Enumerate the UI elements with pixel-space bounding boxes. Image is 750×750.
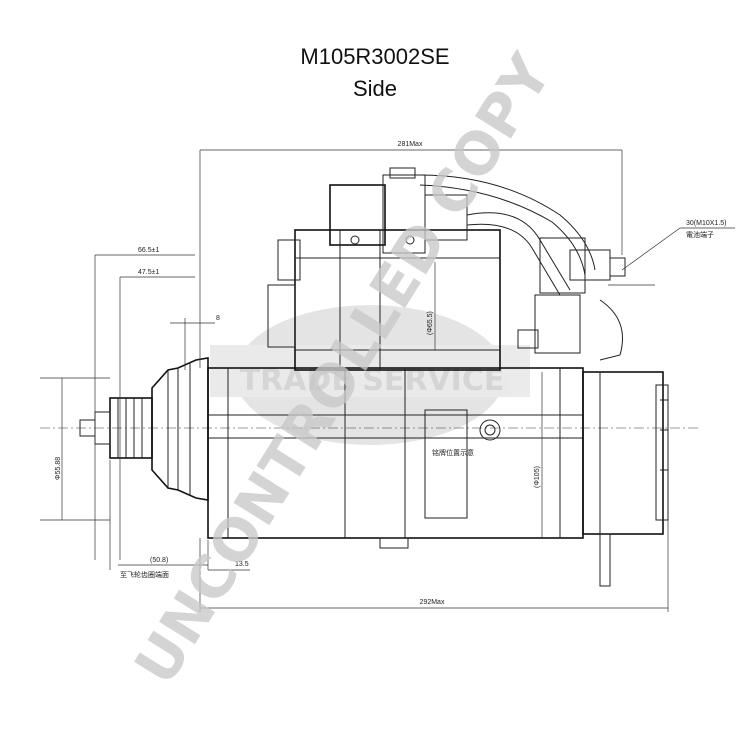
dim-pinion-label: Φ55.88 [55,457,62,480]
dim-66-label: 66.5±1 [138,247,159,254]
mounting-hole [479,419,501,441]
relay-connector [329,167,468,254]
terminal-note-label: 電池端子 [686,230,714,239]
dim-overall-top: 281Max [199,141,623,368]
solenoid [267,229,501,371]
dim-292-label: 292Max [420,599,445,606]
nameplate-outline [424,409,468,519]
dim-pinion-dia: Φ55.88 [40,377,110,521]
wiring-harness [419,174,596,296]
bottom-note-label: 至飞轮齿圈端面 [120,570,169,579]
end-cap [582,371,669,587]
nose-housing [151,357,209,501]
dim-height-66: 66.5±1 [94,247,195,560]
dim-offset-8: 8 [170,315,220,370]
nameplate-note-label: 铭牌位置示意 [432,448,474,457]
dim-solenoid-label: (Φ65.5) [427,311,434,335]
dim-281-label: 281Max [398,141,423,148]
dim-solenoid-dia: (Φ65.5) [427,262,436,350]
dim-overall-bottom: 292Max [199,520,669,612]
mounting-stud [599,533,611,587]
dim-lower-left: (50.8) 13.5 至飞轮齿圈端面 [109,460,250,579]
motor-body [207,367,584,549]
dim-47-label: 47.5±1 [138,269,159,276]
dim-13-label: 13.5 [235,561,249,568]
dim-height-47: 47.5±1 [119,269,195,560]
battery-terminal [517,237,626,361]
dim-body-dia: (Φ105) [534,372,543,538]
watermark-brand-text: TRADE SERVICE [240,363,505,398]
dim-50-label: (50.8) [150,557,168,564]
dim-8-label: 8 [216,315,220,322]
dim-terminal: 30(M10X1.5) 電池端子 [608,220,735,286]
dim-body-label: (Φ105) [534,466,541,488]
dim-terminal-label: 30(M10X1.5) [686,220,726,227]
trade-service-watermark: TRADE SERVICE [210,305,530,445]
drawing-view-label: Side [352,76,398,101]
drawing-title: M105R3002SE [300,44,450,69]
